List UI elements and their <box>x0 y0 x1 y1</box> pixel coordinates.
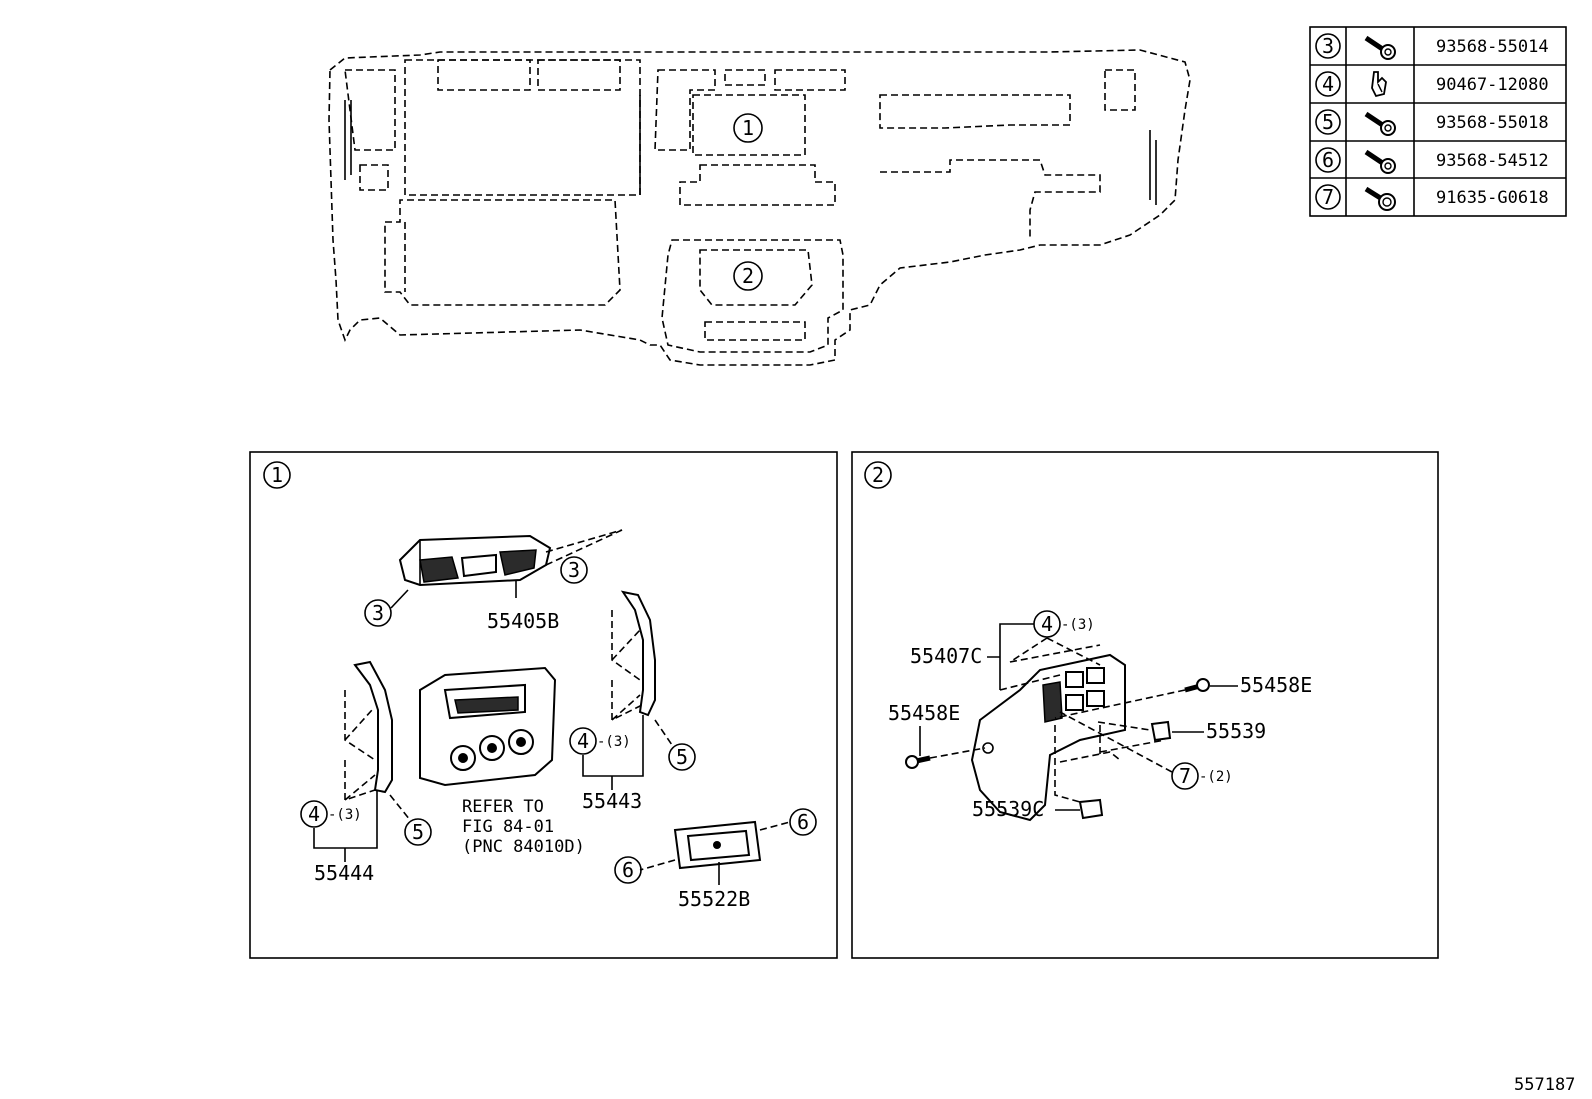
clip-icon <box>1371 71 1387 98</box>
bolt-icon <box>1364 186 1396 211</box>
part-label-55539: 55539 <box>1206 719 1266 743</box>
center-cluster-bezel <box>419 666 557 787</box>
table-row-part-number: 93568-55014 <box>1436 37 1549 57</box>
callout-6-right: 6 <box>797 810 809 834</box>
part-label-55522b: 55522B <box>678 887 750 911</box>
callout-4-left-qty: -(3) <box>328 807 362 823</box>
parts-table: 3 93568-55014 4 90467-12080 5 93568-5501… <box>1309 26 1567 217</box>
refer-line-2: FIG 84-01 <box>462 817 554 837</box>
center-air-vent <box>398 534 552 587</box>
callout-4-right: 4 <box>577 729 589 753</box>
callout-3-lower: 3 <box>372 601 384 625</box>
table-row-callout: 4 <box>1322 72 1334 96</box>
table-row-part-number: 93568-55018 <box>1436 113 1549 133</box>
callout-5-left: 5 <box>412 820 424 844</box>
table-row-part-number: 90467-12080 <box>1436 75 1549 95</box>
panel-1-callout: 1 <box>271 463 283 487</box>
table-row-callout: 7 <box>1322 185 1334 209</box>
callout-4-left: 4 <box>308 802 320 826</box>
part-label-55539c: 55539C <box>972 797 1044 821</box>
refer-line-1: REFER TO <box>462 797 544 817</box>
bolt-icon <box>1364 149 1396 174</box>
part-label-55458e-left: 55458E <box>888 701 960 725</box>
detail-panel-1: 1 3 3 55405B 4 -(3) 5 55444 <box>249 451 838 959</box>
callout-7: 7 <box>1179 764 1191 788</box>
callout-4-panel2-qty: -(3) <box>1061 617 1095 633</box>
callout-4-right-qty: -(3) <box>597 734 631 750</box>
table-row-part-number: 93568-54512 <box>1436 151 1549 171</box>
table-row-callout: 5 <box>1322 110 1334 134</box>
detail-panel-2-frame <box>851 451 1439 959</box>
screw-icon <box>905 755 931 769</box>
instrument-panel-overview: 1 2 <box>328 49 1191 366</box>
part-label-55407c: 55407C <box>910 644 982 668</box>
right-side-trim <box>620 590 656 717</box>
callout-4-panel2: 4 <box>1041 612 1053 636</box>
panel-2-callout: 2 <box>872 463 884 487</box>
left-side-trim <box>353 660 393 794</box>
screw-icon <box>1184 678 1210 693</box>
figure-id: 557187 <box>1514 1075 1575 1095</box>
overview-callout-1: 1 <box>742 116 754 140</box>
bolt-icon <box>1364 111 1396 136</box>
cap-55539c <box>1078 798 1104 820</box>
parts-table-frame <box>1309 26 1567 217</box>
part-label-55405b: 55405B <box>487 609 559 633</box>
callout-6-left: 6 <box>622 858 634 882</box>
detail-panel-2: 2 4 -(3) 55407C 55458E <box>851 451 1439 959</box>
switch-plate <box>673 820 762 870</box>
detail-panel-1-frame <box>249 451 838 959</box>
table-row-callout: 6 <box>1322 148 1334 172</box>
center-lower-bezel <box>970 653 1126 822</box>
callout-5-right: 5 <box>676 745 688 769</box>
table-row-part-number: 91635-G0618 <box>1436 188 1549 208</box>
bolt-icon <box>1364 35 1396 60</box>
table-row-callout: 3 <box>1322 34 1334 58</box>
overview-callout-2: 2 <box>742 264 754 288</box>
cap-55539 <box>1150 720 1172 742</box>
part-label-55458e-right: 55458E <box>1240 673 1312 697</box>
part-label-55443: 55443 <box>582 789 642 813</box>
callout-circle-2 <box>733 261 763 291</box>
callout-7-qty: -(2) <box>1199 769 1233 785</box>
refer-line-3: (PNC 84010D) <box>462 837 585 857</box>
part-label-55444: 55444 <box>314 861 374 885</box>
callout-circle-1 <box>733 113 763 143</box>
callout-3-upper: 3 <box>568 558 580 582</box>
